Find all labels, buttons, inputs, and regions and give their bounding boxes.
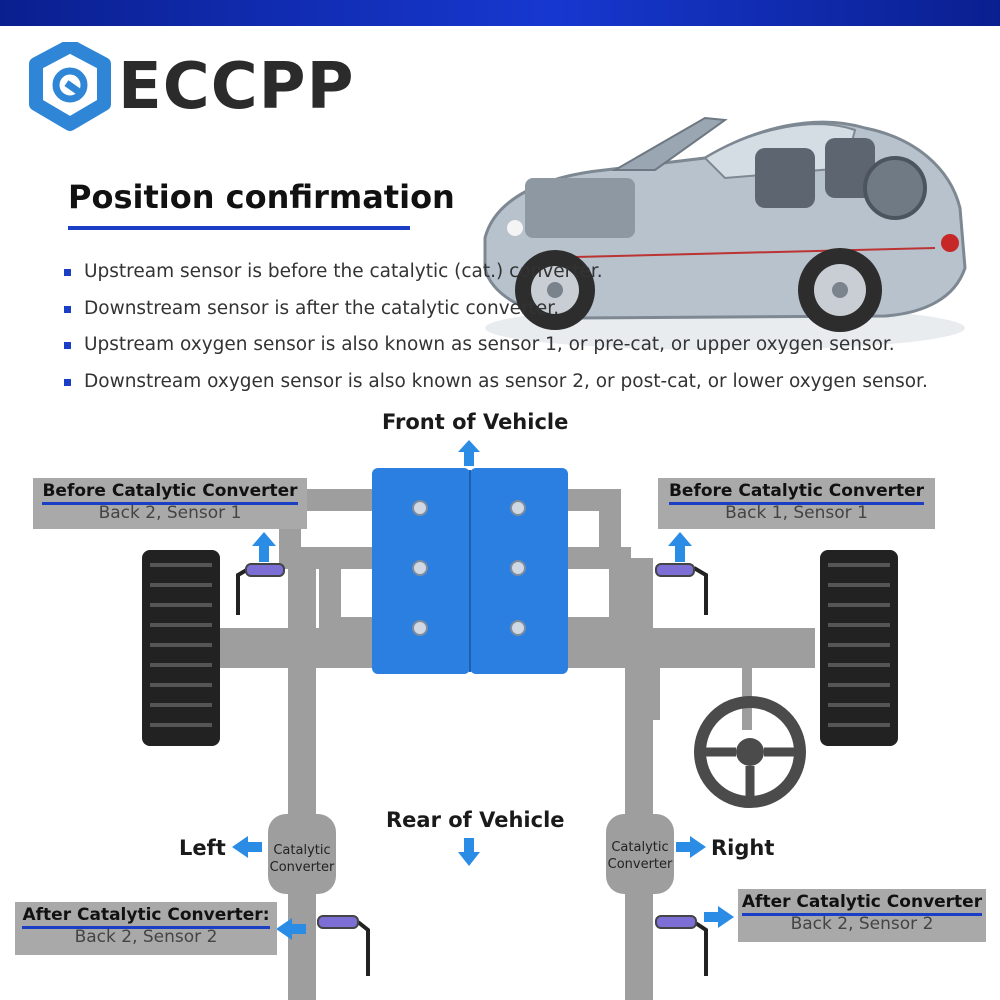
- left-tire-icon: [142, 550, 220, 746]
- box-subtitle: Back 2, Sensor 2: [74, 927, 218, 947]
- title-underline: [68, 226, 410, 230]
- exhaust-diagram: [142, 440, 898, 1000]
- after-cat-right-box: After Catalytic Converter Back 2, Sensor…: [738, 889, 986, 942]
- arrow-up-left-sensor-icon: [252, 532, 276, 562]
- box-subtitle: Back 2, Sensor 1: [98, 503, 242, 523]
- arrow-right-sensor-icon: [704, 906, 734, 928]
- arrow-left-sensor-icon: [276, 918, 306, 940]
- bullet-item: Upstream sensor is before the catalytic …: [64, 258, 928, 295]
- catalytic-converter-left-label: Catalytic Converter: [269, 843, 335, 875]
- arrow-right-icon: [676, 836, 706, 858]
- right-catalytic-converter: [606, 814, 674, 894]
- bullet-square-icon: [64, 269, 71, 276]
- left-catalytic-converter: [268, 814, 336, 894]
- page-title: Position confirmation: [68, 178, 455, 216]
- box-title: Before Catalytic Converter: [668, 481, 925, 505]
- arrow-left-icon: [232, 836, 262, 858]
- bullet-square-icon: [64, 305, 71, 313]
- car-illustration: [483, 116, 967, 350]
- top-banner: [0, 0, 1000, 26]
- sensor-before-left-icon: [236, 563, 285, 615]
- catalytic-converter-right-label: Catalytic Converter: [607, 840, 673, 872]
- sensor-after-right-icon: [655, 915, 708, 976]
- sensor-after-left-icon: [317, 915, 370, 976]
- box-title: After Catalytic Converter:: [22, 905, 270, 929]
- bullet-item: Downstream oxygen sensor is also known a…: [64, 368, 928, 405]
- right-tire-icon: [820, 550, 898, 746]
- bullet-item: Upstream oxygen sensor is also known as …: [64, 331, 928, 368]
- before-cat-left-box: Before Catalytic Converter Back 2, Senso…: [33, 478, 307, 529]
- eccpp-logo: [29, 42, 111, 131]
- brand-name: ECCPP: [118, 50, 355, 124]
- arrow-up-front-icon: [458, 440, 480, 466]
- box-subtitle: Back 1, Sensor 1: [725, 503, 868, 523]
- left-label: Left: [179, 836, 226, 860]
- bullet-square-icon: [64, 378, 71, 386]
- box-title: After Catalytic Converter: [741, 892, 983, 916]
- box-subtitle: Back 2, Sensor 2: [790, 914, 934, 934]
- after-cat-left-box: After Catalytic Converter: Back 2, Senso…: [15, 902, 277, 955]
- rear-of-vehicle-label: Rear of Vehicle: [386, 808, 565, 832]
- arrow-up-right-sensor-icon: [668, 532, 692, 562]
- box-title: Before Catalytic Converter: [42, 481, 298, 505]
- bullet-square-icon: [64, 342, 71, 349]
- steering-wheel-icon: [694, 696, 806, 808]
- arrow-down-rear-icon: [458, 838, 480, 866]
- engine-block: [372, 468, 568, 674]
- info-bullets: Upstream sensor is before the catalytic …: [64, 258, 928, 404]
- sensor-before-right-icon: [655, 563, 708, 615]
- bullet-item: Downstream sensor is after the catalytic…: [64, 295, 928, 332]
- right-label: Right: [711, 836, 775, 860]
- before-cat-right-box: Before Catalytic Converter Back 1, Senso…: [658, 478, 935, 529]
- front-of-vehicle-label: Front of Vehicle: [382, 410, 569, 434]
